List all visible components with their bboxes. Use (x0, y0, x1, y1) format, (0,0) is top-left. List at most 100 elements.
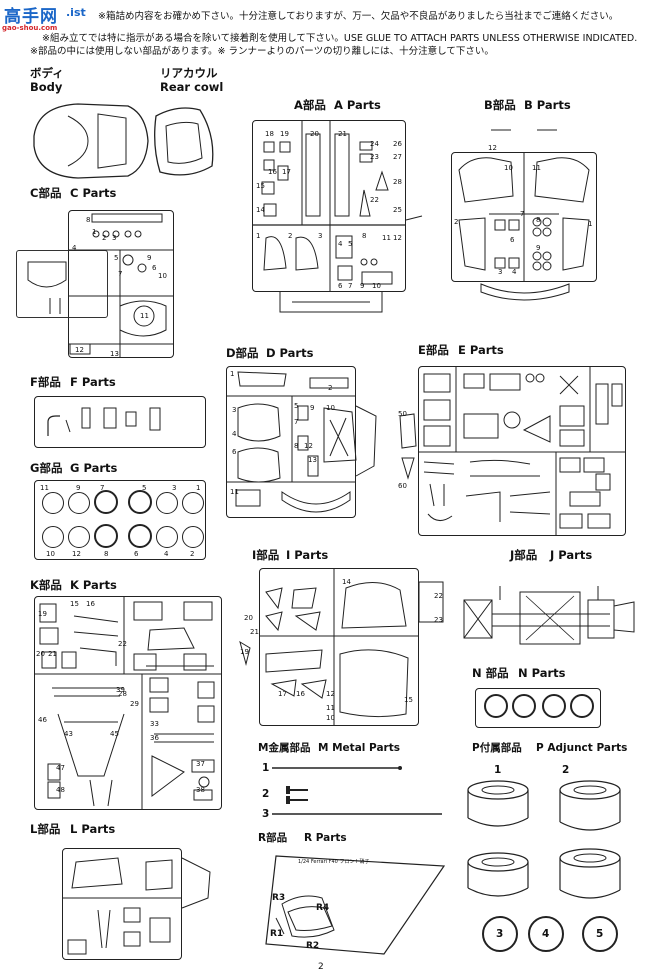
m-parts-label-jp: M金属部品 (258, 742, 311, 754)
d-parts-sprue (226, 366, 356, 518)
d-part-no: 8 (294, 442, 299, 450)
g-part-no: 1 (196, 484, 201, 492)
l-parts-sprue (62, 848, 182, 960)
i-part-no: 22 (434, 592, 443, 600)
a-part-no: 17 (282, 168, 291, 176)
g-wheel (42, 526, 64, 548)
a-part-no: 24 (370, 140, 379, 148)
k-part-no: 29 (130, 700, 139, 708)
i-part-no: 23 (434, 616, 443, 624)
b-part-no: 10 (504, 164, 513, 172)
p-tires-drawing (467, 780, 621, 899)
d-part-no: 1 (230, 370, 235, 378)
g-wheel (68, 526, 90, 548)
k-part-no: 39 (116, 686, 125, 694)
n-parts-label-jp: N 部品 (472, 666, 509, 680)
a-parts-label-en: A Parts (334, 98, 381, 112)
b-parts-label-en: B Parts (524, 98, 571, 112)
c-part-no: 10 (158, 272, 167, 280)
f-parts-label-en: F Parts (70, 375, 116, 389)
i-parts-drawing (239, 568, 444, 726)
a-part-no: 2 (288, 232, 293, 240)
a-part-no: 7 (348, 282, 353, 290)
a-part-no: 5 (348, 240, 353, 248)
a-part-no: 15 (256, 182, 265, 190)
e-parts-label-en: E Parts (458, 343, 504, 357)
a-part-no: 26 (393, 140, 402, 148)
p-parts-label-en: P Adjunct Parts (536, 742, 628, 754)
k-part-no: 47 (56, 764, 65, 772)
c-parts-label-en: C Parts (70, 186, 117, 200)
a-part-no: 22 (370, 196, 379, 204)
d-part-no: 6 (232, 448, 237, 456)
g-part-no: 10 (46, 550, 55, 558)
k-part-no: 37 (196, 760, 205, 768)
p-part-no: 4 (542, 928, 550, 940)
rear-cowl-label-jp: リアカウル (160, 66, 218, 80)
a-part-no: 27 (393, 153, 402, 161)
g-part-no: 4 (164, 550, 169, 558)
f-parts-drawing (47, 407, 161, 436)
k-part-no: 19 (38, 610, 47, 618)
note-contents: ※箱詰め内容をお確かめ下さい。十分注意しておりますが、万一、欠品や不良品がありま… (98, 11, 619, 22)
a-part-no: 6 (338, 282, 343, 290)
b-part-no: 6 (510, 236, 515, 244)
p-part-no: 2 (562, 764, 570, 776)
d-part-no: 3 (232, 406, 237, 414)
r-part-no: R3 (272, 893, 286, 903)
k-part-no: 43 (64, 730, 73, 738)
note-glue: ※組み立てでは特に指示がある場合を除いて接着剤を使用して下さい。USE GLUE… (42, 33, 638, 44)
a-parts-drawing (252, 120, 423, 313)
i-parts-sprue (259, 568, 419, 726)
a-part-no: 8 (362, 232, 367, 240)
g-part-no: 3 (172, 484, 177, 492)
k-part-no: 16 (86, 600, 95, 608)
m-part-no: 1 (262, 762, 270, 774)
i-part-no: 10 (326, 714, 335, 722)
c-part-no: 6 (152, 264, 157, 272)
d-part-no: 5 (294, 402, 299, 410)
r-part-no: R2 (306, 941, 320, 951)
r-parts-drawing (265, 855, 446, 955)
m-part-no: 2 (262, 788, 270, 800)
b-part-no: 1 (588, 220, 593, 228)
k-part-no: 33 (150, 720, 159, 728)
a-part-no: 25 (393, 206, 402, 214)
a-part-no: 16 (268, 168, 277, 176)
g-part-no: 2 (190, 550, 195, 558)
c-part-no: 4 (72, 244, 77, 252)
p-ring (528, 916, 564, 952)
a-part-no: 20 (310, 130, 319, 138)
i-part-no: 11 (326, 704, 335, 712)
a-part-no: 14 (256, 206, 265, 214)
b-part-no: 2 (454, 218, 459, 226)
c-parts-left-panel (16, 250, 108, 318)
a-part-no: 3 (318, 232, 323, 240)
r-part-no: R1 (270, 929, 284, 939)
l-parts-label-jp: L部品 (30, 822, 61, 836)
g-part-no: 8 (104, 550, 109, 558)
g-wheel (156, 526, 178, 548)
e-parts-drawing (399, 366, 626, 536)
g-part-no: 9 (76, 484, 81, 492)
g-wheel (94, 524, 118, 548)
a-part-no: 23 (370, 153, 379, 161)
b-part-no: 4 (512, 268, 517, 276)
l-parts-label-en: L Parts (70, 822, 116, 836)
body-label-en: Body (30, 80, 63, 94)
k-parts-label-jp: K部品 (30, 578, 62, 592)
g-part-no: 6 (134, 550, 139, 558)
k-part-no: 36 (150, 734, 159, 742)
b-part-no: 11 (532, 164, 541, 172)
a-part-no: 10 (372, 282, 381, 290)
logo-suffix: .ist (66, 6, 86, 19)
a-part-no: 12 (393, 234, 402, 242)
n-parts-label-en: N Parts (518, 666, 566, 680)
i-part-no: 12 (326, 690, 335, 698)
c-parts-sprue (68, 210, 174, 358)
a-part-no: 28 (393, 178, 402, 186)
g-wheel (182, 526, 204, 548)
c-part-no: 9 (147, 254, 152, 262)
c-parts-drawing (27, 213, 174, 358)
p-part-no: 1 (494, 764, 502, 776)
